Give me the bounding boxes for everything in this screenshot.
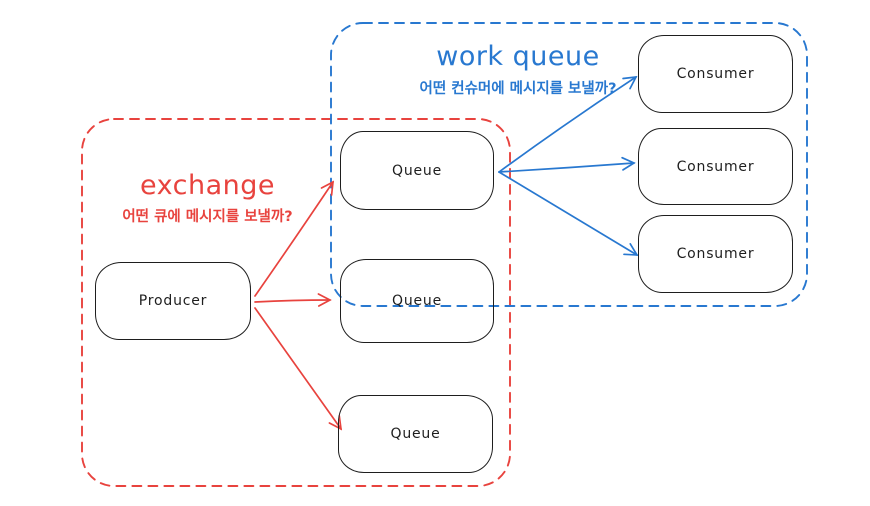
exchange-group-title: exchange	[139, 170, 275, 201]
queue-bottom-node: Queue	[338, 395, 493, 473]
exchange-group-subtitle: 어떤 큐에 메시지를 보낼까?	[122, 209, 293, 225]
arrow-queue-consumer-middle	[498, 162, 635, 173]
queue-middle-node: Queue	[340, 259, 494, 343]
arrow-queue-consumer-top	[498, 76, 637, 173]
consumer-top-node: Consumer	[638, 35, 793, 113]
consumer-middle-node: Consumer	[638, 128, 793, 205]
queue-top-node-label: Queue	[392, 162, 442, 179]
consumer-bottom-node-label: Consumer	[676, 246, 755, 262]
arrowhead-producer-queue-middle	[317, 293, 332, 307]
arrowhead-queue-consumer-middle	[621, 156, 636, 171]
arrow-queue-consumer-bottom	[498, 171, 638, 256]
producer-node: Producer	[95, 262, 251, 340]
work-queue-group-boundary	[330, 22, 808, 307]
arrowhead-queue-consumer-top	[622, 75, 638, 90]
arrowhead-queue-consumer-bottom	[623, 243, 639, 256]
producer-node-label: Producer	[138, 293, 208, 309]
producer-to-queues-arrows	[254, 180, 343, 431]
arrowhead-producer-queue-top	[320, 180, 335, 196]
queue-top-node: Queue	[340, 131, 494, 210]
arrow-producer-queue-middle	[254, 299, 331, 303]
work-queue-group-title: work queue	[436, 41, 600, 72]
consumer-middle-node-label: Consumer	[676, 158, 755, 175]
work-queue-group-subtitle: 어떤 컨슈머에 메시지를 보낼까?	[419, 81, 617, 97]
queue-bottom-node-label: Queue	[390, 426, 441, 442]
arrow-producer-queue-bottom	[254, 307, 342, 430]
queue-middle-node-label: Queue	[392, 293, 442, 309]
arrow-producer-queue-top	[254, 181, 334, 297]
consumer-bottom-node: Consumer	[638, 215, 793, 293]
queue-to-consumers-arrows	[498, 75, 639, 256]
consumer-top-node-label: Consumer	[676, 66, 755, 82]
exchange-group-boundary	[81, 118, 511, 487]
